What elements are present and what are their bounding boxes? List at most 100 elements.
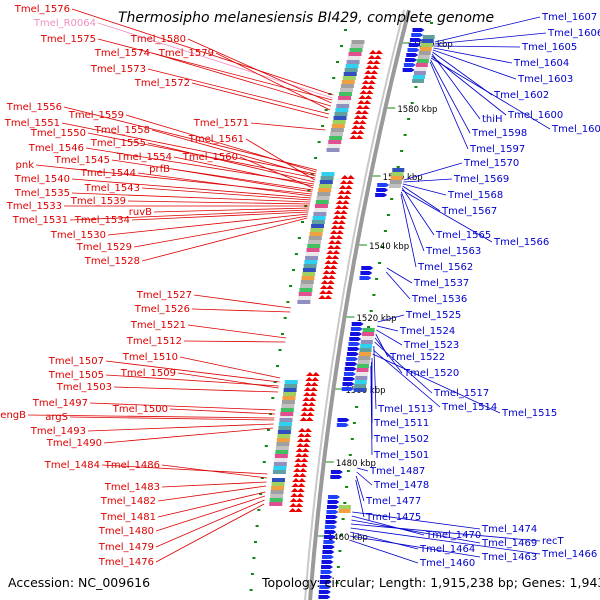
left-gene-label-connector [155, 499, 265, 548]
right-gene-label: Tmel_1569 [453, 174, 509, 185]
forward-strand-arrow [297, 483, 306, 487]
feature-block [328, 140, 342, 144]
left-gene-label-connector [71, 8, 334, 96]
left-gene-label: Tmel_1573 [90, 64, 146, 75]
left-gene-label-connector [97, 38, 333, 101]
reverse-strand-arrow [346, 352, 359, 356]
left-gene-label-connector [111, 159, 313, 191]
tick-dot [252, 557, 256, 559]
left-gene-label-connector [171, 168, 313, 193]
left-gene-label-connector [161, 464, 268, 479]
forward-strand-arrow [339, 180, 348, 184]
right-gene-label: Tmel_1600 [507, 110, 563, 121]
forward-strand-arrow [333, 210, 342, 214]
right-gene-label-connector [357, 467, 369, 472]
feature-block [300, 280, 314, 284]
feature-block [318, 184, 332, 188]
feature-block [297, 300, 311, 304]
reverse-strand-arrow [323, 540, 336, 544]
feature-block [271, 482, 285, 486]
feature-block [314, 204, 328, 208]
reverse-strand-arrow [318, 595, 331, 599]
feature-block [362, 332, 375, 336]
tick-dot [324, 109, 328, 111]
right-gene-label-connector [355, 475, 365, 502]
feature-block [304, 260, 318, 264]
feature-block [307, 244, 321, 248]
forward-strand-arrow [367, 55, 376, 59]
left-gene-label-connector [131, 211, 309, 221]
forward-strand-arrow [359, 115, 368, 119]
left-gene-label: argS [45, 412, 68, 423]
reverse-strand-arrow [409, 38, 422, 42]
feature-block [278, 422, 292, 426]
feature-block [311, 224, 325, 228]
left-gene-label: Tmel_1576 [14, 4, 70, 15]
right-gene-label-connector [377, 314, 405, 323]
forward-strand-arrow [371, 65, 380, 69]
backbone-outer-line [308, 9, 411, 600]
tick-dot [400, 150, 404, 152]
left-gene-label: Tmel_1539 [70, 196, 126, 207]
right-gene-label-connector [373, 345, 377, 410]
tick-dot [378, 262, 381, 264]
tick-dot [383, 230, 387, 232]
reverse-strand-arrow [324, 530, 337, 534]
left-gene-label-connector [245, 138, 316, 181]
feature-block [413, 71, 426, 75]
reverse-strand-arrow [411, 33, 424, 37]
right-gene-label: Tmel_1469 [481, 538, 537, 549]
forward-strand-arrow [365, 65, 374, 69]
forward-strand-arrow [364, 95, 373, 99]
forward-strand-arrow [299, 468, 308, 472]
feature-block [309, 232, 323, 236]
feature-block [269, 502, 283, 506]
forward-strand-arrow [290, 493, 299, 497]
feature-block [339, 92, 353, 96]
tick-dot [341, 518, 345, 520]
reverse-strand-arrow [330, 475, 343, 479]
left-gene-label: Tmel_1572 [134, 78, 190, 89]
forward-strand-arrow [343, 190, 352, 194]
forward-strand-arrow [300, 453, 309, 457]
forward-strand-arrow [324, 260, 333, 264]
reverse-strand-arrow [343, 377, 356, 381]
forward-strand-arrow [356, 105, 365, 109]
feature-block [422, 35, 435, 39]
feature-block [273, 466, 287, 470]
forward-strand-arrow [300, 458, 309, 462]
forward-strand-arrow [301, 448, 310, 452]
right-gene-label-connector [349, 539, 419, 564]
right-gene-label-connector [432, 49, 517, 80]
forward-strand-arrow [308, 397, 317, 401]
feature-block [348, 52, 362, 56]
reverse-strand-arrow [375, 193, 388, 197]
left-gene-label: ruvB [129, 207, 152, 218]
forward-strand-arrow [342, 195, 351, 199]
forward-strand-arrow [341, 200, 350, 204]
feature-block [318, 188, 332, 192]
right-gene-label-connector [376, 329, 403, 346]
forward-strand-arrow [332, 215, 341, 219]
reverse-strand-arrow [337, 418, 350, 422]
reverse-strand-arrow [330, 470, 343, 474]
feature-block [273, 462, 287, 466]
reverse-strand-arrow [318, 590, 331, 594]
feature-block [355, 376, 368, 380]
feature-block [388, 184, 401, 188]
tick-dot [430, 22, 433, 24]
left-gene-label-connector [71, 178, 312, 199]
right-gene-label-connector [400, 193, 417, 268]
forward-strand-arrow [289, 498, 298, 502]
forward-strand-arrow [319, 290, 328, 294]
right-gene-label-connector [350, 523, 541, 542]
tick-dot [375, 278, 379, 280]
forward-strand-arrow [352, 120, 361, 124]
tick-dot [249, 589, 253, 591]
kbp-tick-label: 1540 kbp [369, 242, 409, 252]
right-gene-label-connector [430, 57, 551, 130]
forward-strand-arrow [296, 488, 305, 492]
feature-block [336, 104, 350, 108]
